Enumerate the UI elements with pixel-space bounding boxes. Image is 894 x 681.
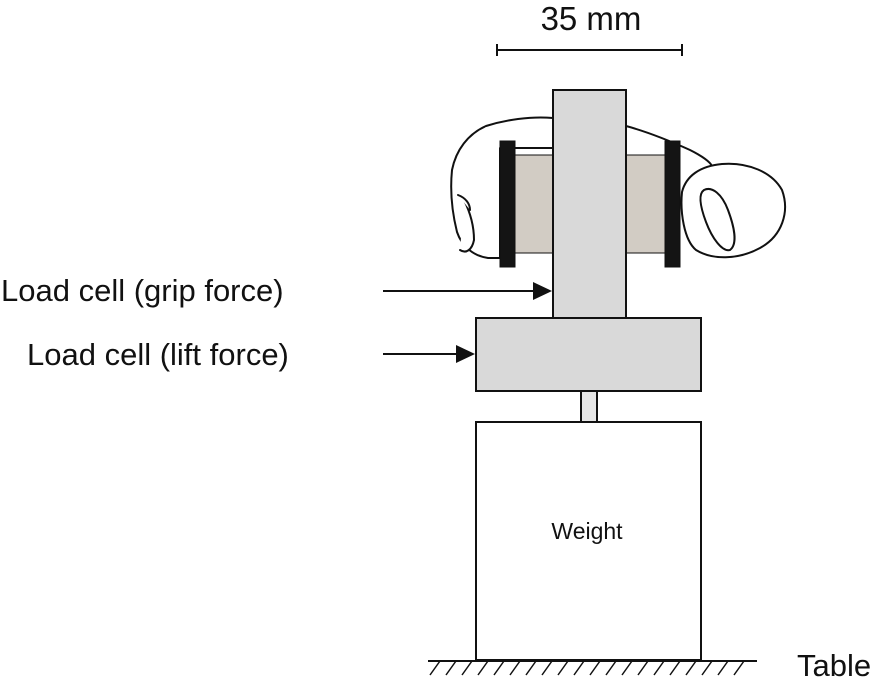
grip-callout-arrowhead: [533, 282, 552, 300]
index-finger-outline: [459, 199, 475, 253]
weight-label: Weight: [551, 518, 623, 544]
hand-knuckle-crease: [457, 194, 471, 211]
grip-pad-left: [513, 154, 555, 254]
grip-force-load-cell: [552, 89, 627, 319]
grip-load-cell-callout: Load cell (grip force): [1, 273, 552, 308]
grip-pad-right: [625, 154, 667, 254]
lift-load-cell-callout: Load cell (lift force): [27, 337, 475, 372]
hand-back-outline: [450, 116, 554, 259]
table-surface: Table: [428, 648, 871, 681]
grip-load-cell-label: Load cell (grip force): [1, 273, 284, 308]
lift-callout-arrowhead: [456, 345, 475, 363]
thumbnail-outline: [699, 188, 736, 252]
weight-box: [475, 421, 702, 661]
grip-plate-right: [664, 140, 681, 268]
lift-load-cell-label: Load cell (lift force): [27, 337, 289, 372]
lift-force-load-cell: [475, 317, 702, 392]
thumb-illustration: [680, 162, 786, 259]
table-hatching: [429, 660, 745, 676]
thumb-outline: [680, 162, 786, 259]
grip-plate-left: [499, 140, 516, 268]
dimension-indicator: 35 mm: [496, 0, 683, 56]
weight-block: Weight: [475, 421, 702, 661]
table-label: Table: [797, 648, 871, 681]
dimension-label: 35 mm: [541, 0, 642, 37]
connector-rod: [580, 390, 598, 423]
grip-pads: [499, 140, 681, 268]
